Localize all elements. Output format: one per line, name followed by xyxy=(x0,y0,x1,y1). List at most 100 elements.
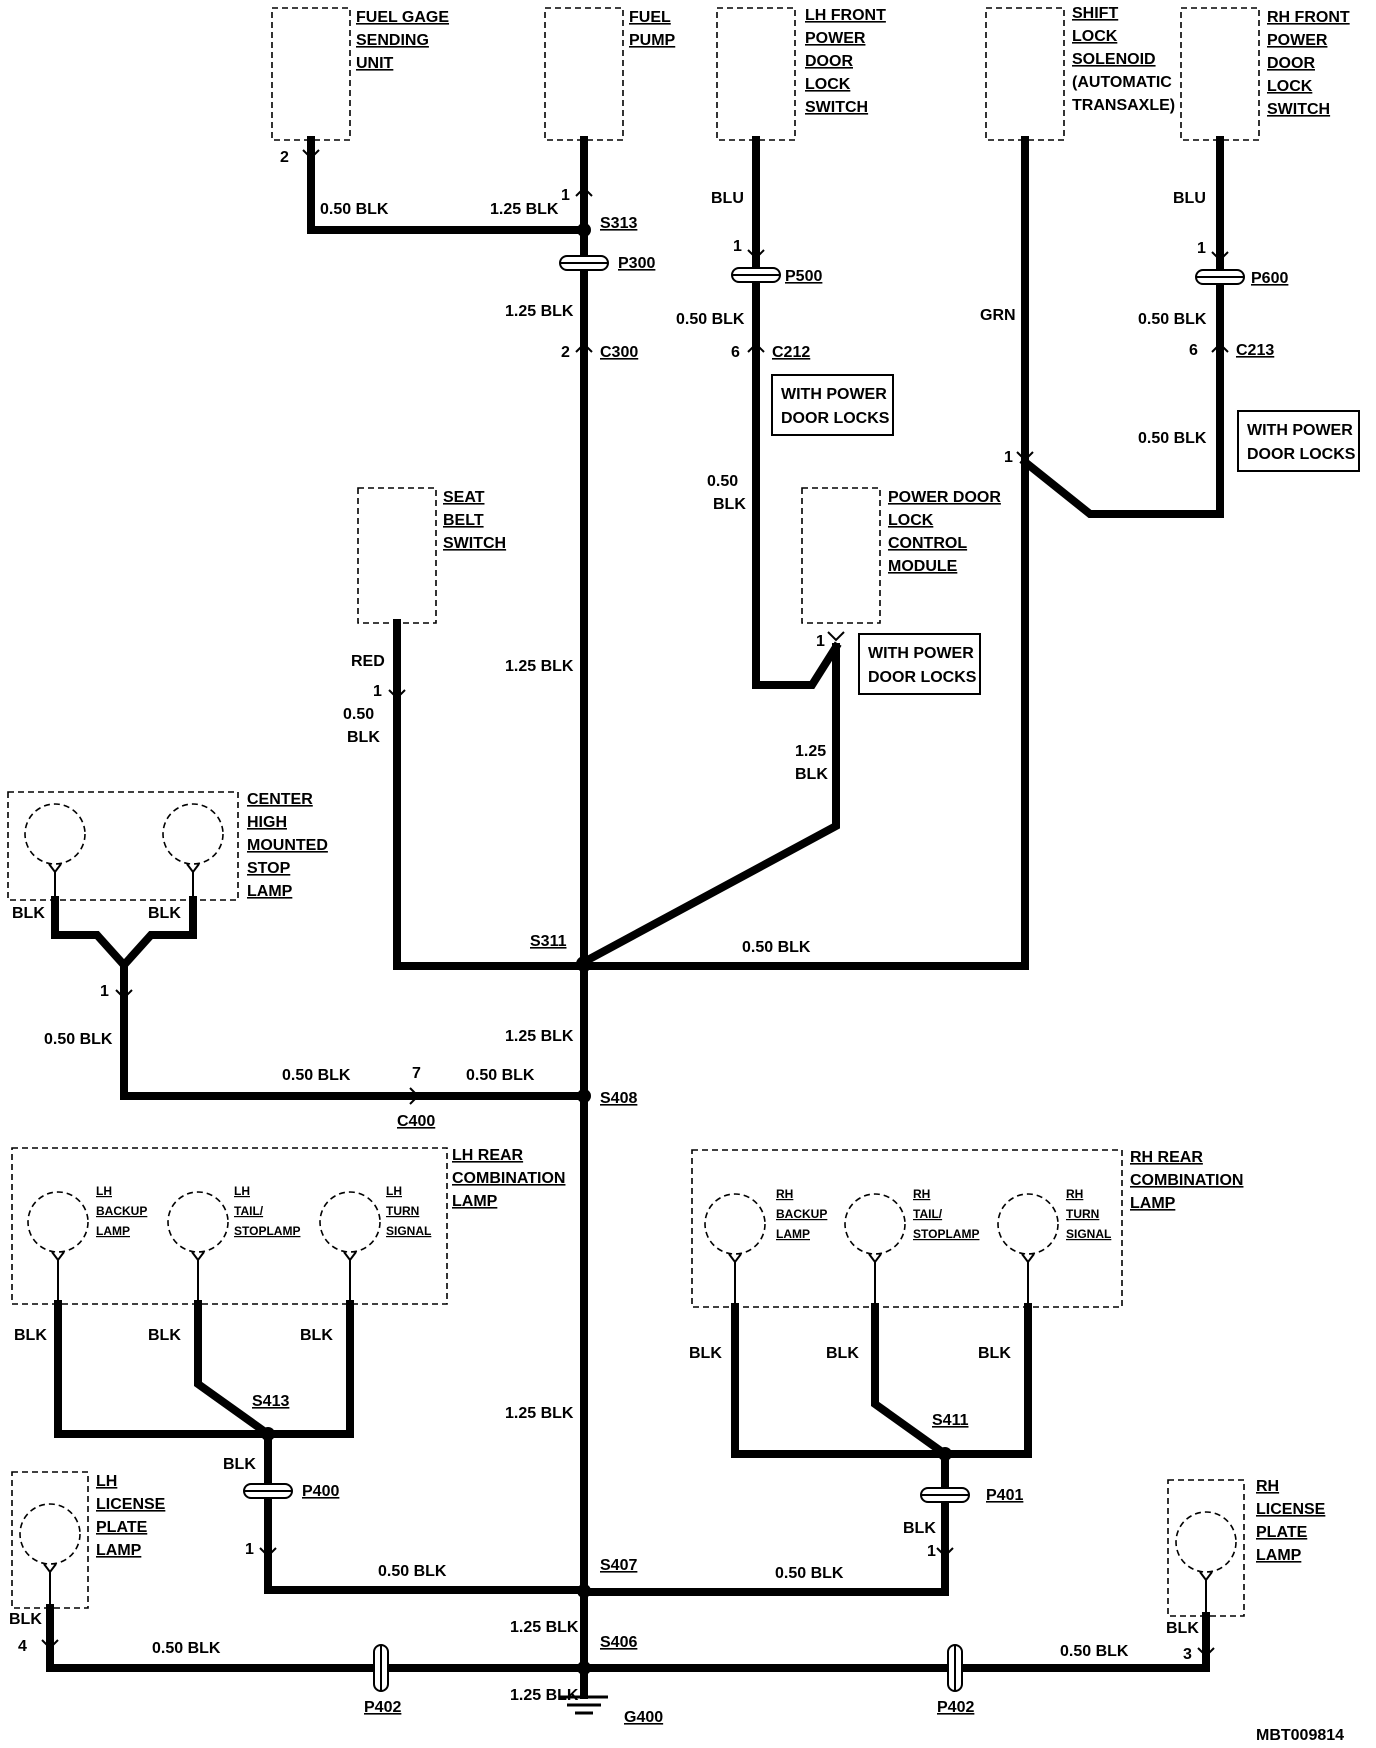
rh-front-switch-label-5: SWITCH xyxy=(1267,101,1330,118)
rh-turn-label-1: RH xyxy=(1066,1187,1083,1201)
svg-text:3: 3 xyxy=(1183,1646,1192,1663)
component-fuel-gage-sending-unit: FUEL GAGE SENDING UNIT xyxy=(271,7,449,141)
svg-text:1.25 BLK: 1.25 BLK xyxy=(510,1619,579,1636)
lh-turn-wire xyxy=(264,1300,354,1438)
svg-text:BLK: BLK xyxy=(223,1456,256,1473)
lh-turn-label-3: SIGNAL xyxy=(386,1224,431,1238)
p500-plug xyxy=(731,267,781,283)
rh-tail-bulb xyxy=(844,1193,906,1255)
svg-text:1: 1 xyxy=(927,1543,936,1560)
rh-rear-label-1: RH REAR xyxy=(1130,1149,1203,1166)
c300-marker xyxy=(575,342,593,353)
lh-tail-label-3: STOPLAMP xyxy=(234,1224,300,1238)
shift-lock-wire xyxy=(580,136,1029,970)
svg-text:G400: G400 xyxy=(624,1709,663,1726)
chmsl-label-2: HIGH xyxy=(247,814,287,831)
component-lh-license-plate-lamp: LH LICENSE PLATE LAMP xyxy=(11,1471,166,1609)
lh-tail-label-2: TAIL/ xyxy=(234,1204,264,1218)
p402b-plug xyxy=(947,1644,963,1692)
rh-rear-label-2: COMBINATION xyxy=(1130,1172,1243,1189)
rh-rear-label-3: LAMP xyxy=(1130,1195,1176,1212)
fp-pin-marker xyxy=(575,186,593,197)
chmsl-label-4: STOP xyxy=(247,860,291,877)
lh-rear-label-2: COMBINATION xyxy=(452,1170,565,1187)
svg-text:BLK: BLK xyxy=(300,1327,333,1344)
p400-plug xyxy=(243,1483,293,1499)
pin-numbers: 2 1 2 1 6 1 6 1 1 1 1 7 1 1 4 3 xyxy=(18,149,1206,1663)
rh-front-switch-wire xyxy=(1019,136,1224,518)
lh-license-wire xyxy=(46,1604,588,1672)
chmsl-label-5: LAMP xyxy=(247,883,293,900)
chmsl-label-1: CENTER xyxy=(247,791,313,808)
svg-text:C212: C212 xyxy=(772,344,810,361)
note-with-power-door-locks-3: WITH POWER DOOR LOCKS xyxy=(858,633,981,695)
lh-turn-label-2: TURN xyxy=(386,1204,419,1218)
svg-text:2: 2 xyxy=(280,149,289,166)
shift-lock-label-2: LOCK xyxy=(1072,28,1118,45)
svg-text:DOOR LOCKS: DOOR LOCKS xyxy=(781,410,890,427)
shift-lock-label-5: TRANSAXLE) xyxy=(1072,97,1175,114)
svg-text:BLK: BLK xyxy=(795,766,828,783)
rh-license-label-3: PLATE xyxy=(1256,1524,1308,1541)
fuel-gage-wire xyxy=(307,136,588,234)
component-lh-rear-combination-lamp: LH BACKUP LAMP LH TAIL/ STOPLAMP LH TURN… xyxy=(11,1147,565,1305)
svg-text:S411: S411 xyxy=(932,1412,969,1429)
fuel-pump-label-2: PUMP xyxy=(629,32,676,49)
chmsl-label-3: MOUNTED xyxy=(247,837,328,854)
svg-text:7: 7 xyxy=(412,1065,421,1082)
svg-text:1.25 BLK: 1.25 BLK xyxy=(505,658,574,675)
svg-text:BLK: BLK xyxy=(978,1345,1011,1362)
splice-s311 xyxy=(576,956,592,972)
lh-turn-label-1: LH xyxy=(386,1184,402,1198)
svg-text:S406: S406 xyxy=(600,1634,637,1651)
pdl-module-label-3: CONTROL xyxy=(888,535,967,552)
svg-text:BLK: BLK xyxy=(1166,1620,1199,1637)
lh-front-switch-label-3: DOOR xyxy=(805,53,853,70)
svg-text:GRN: GRN xyxy=(980,307,1016,324)
lhl-pin-marker xyxy=(41,1639,59,1650)
splice-s411 xyxy=(938,1447,952,1461)
shift-lock-label-4: (AUTOMATIC xyxy=(1072,74,1172,91)
fuel-pump-label-1: FUEL xyxy=(629,9,671,26)
rh-tail-label-1: RH xyxy=(913,1187,930,1201)
svg-text:0.50 BLK: 0.50 BLK xyxy=(1138,430,1207,447)
rh-license-label-4: LAMP xyxy=(1256,1547,1302,1564)
svg-text:S408: S408 xyxy=(600,1090,637,1107)
rh-front-switch-label-4: LOCK xyxy=(1267,78,1313,95)
ground-g400-icon xyxy=(560,1695,608,1715)
svg-text:1: 1 xyxy=(100,983,109,1000)
lh-backup-label-2: BACKUP xyxy=(96,1204,147,1218)
svg-text:S407: S407 xyxy=(600,1557,637,1574)
svg-text:6: 6 xyxy=(731,344,740,361)
svg-text:BLK: BLK xyxy=(12,905,45,922)
svg-text:DOOR LOCKS: DOOR LOCKS xyxy=(1247,446,1356,463)
lh-tail-wire xyxy=(194,1300,274,1440)
splice-labels: S313 S311 S408 S413 S411 S407 S406 xyxy=(252,215,969,1651)
shift-lock-label-1: SHIFT xyxy=(1072,5,1118,22)
connector-labels: P300 C300 P500 C212 P600 C213 C400 P400 … xyxy=(302,255,1288,1726)
rh-backup-label-3: LAMP xyxy=(776,1227,810,1241)
component-seat-belt-switch: SEAT BELT SWITCH xyxy=(357,487,506,624)
svg-text:1.25 BLK: 1.25 BLK xyxy=(505,1028,574,1045)
seat-belt-label-1: SEAT xyxy=(443,489,485,506)
svg-text:1.25 BLK: 1.25 BLK xyxy=(490,201,559,218)
wiring xyxy=(46,136,1224,1699)
p401-pin-marker xyxy=(936,1547,954,1558)
component-fuel-pump: FUEL PUMP xyxy=(544,7,676,141)
svg-text:P300: P300 xyxy=(618,255,655,272)
svg-text:S413: S413 xyxy=(252,1393,289,1410)
svg-text:0.50 BLK: 0.50 BLK xyxy=(676,311,745,328)
svg-text:0.50 BLK: 0.50 BLK xyxy=(378,1563,447,1580)
svg-text:1.25 BLK: 1.25 BLK xyxy=(505,1405,574,1422)
lh-tail-label-1: LH xyxy=(234,1184,250,1198)
svg-text:1: 1 xyxy=(245,1541,254,1558)
seat-belt-label-3: SWITCH xyxy=(443,535,506,552)
svg-text:WITH POWER: WITH POWER xyxy=(781,386,887,403)
svg-text:BLK: BLK xyxy=(826,1345,859,1362)
connector-symbols xyxy=(41,149,1245,1715)
svg-text:1: 1 xyxy=(1004,449,1013,466)
svg-text:0.50: 0.50 xyxy=(707,473,738,490)
svg-text:1: 1 xyxy=(733,238,742,255)
pdl-module-label-1: POWER DOOR xyxy=(888,489,1001,506)
splice-s408 xyxy=(577,1089,591,1103)
